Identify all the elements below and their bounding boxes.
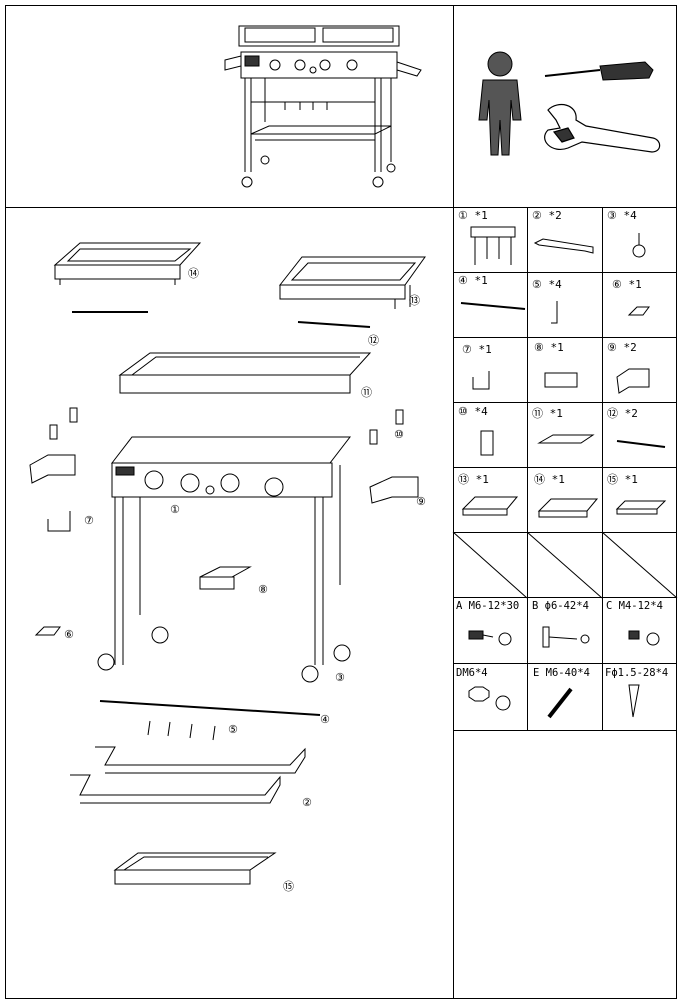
part-label-3: ③ *4 bbox=[607, 209, 637, 222]
callout-13: ⑬ bbox=[409, 294, 420, 307]
part-label-7: ⑦ *1 bbox=[462, 343, 492, 356]
callout-3: ③ bbox=[335, 671, 345, 684]
wrench-icon bbox=[544, 103, 661, 153]
callout-1: ① bbox=[170, 503, 180, 516]
callout-4: ④ bbox=[320, 713, 330, 726]
blank-cell-diagonals bbox=[452, 531, 678, 599]
hardware-cell-f bbox=[602, 663, 677, 731]
callout-14: ⑭ bbox=[188, 267, 199, 280]
part-label-12: ⑫ *2 bbox=[607, 407, 638, 420]
hardware-label-e: E M6-40*4 bbox=[533, 667, 590, 679]
hardware-label-d: DM6*4 bbox=[456, 667, 488, 679]
part-label-4: ④ *1 bbox=[458, 274, 488, 287]
hardware-label-a: A M6-12*30 bbox=[456, 600, 520, 612]
callout-10: ⑩ bbox=[394, 428, 404, 441]
part-label-6: ⑥ *1 bbox=[612, 278, 642, 291]
person-icon bbox=[478, 51, 522, 156]
exploded-view-illustration bbox=[29, 242, 426, 885]
callout-5: ⑤ bbox=[228, 723, 238, 736]
assembled-griddle-illustration bbox=[224, 25, 422, 188]
part-label-15: ⑮ *1 bbox=[607, 473, 638, 486]
callout-2: ② bbox=[302, 796, 312, 809]
part-label-9: ⑨ *2 bbox=[607, 341, 637, 354]
part-label-11: ⑪ *1 bbox=[532, 407, 563, 420]
callout-7: ⑦ bbox=[84, 514, 94, 527]
hardware-label-b: B ϕ6-42*4 bbox=[532, 600, 589, 612]
callout-6: ⑥ bbox=[64, 628, 74, 641]
part-label-14: ⑭ *1 bbox=[534, 473, 565, 486]
screwdriver-icon bbox=[544, 61, 654, 81]
part-label-8: ⑧ *1 bbox=[534, 341, 564, 354]
hardware-label-f: Fϕ1.5-28*4 bbox=[605, 667, 669, 679]
part-label-5: ⑤ *4 bbox=[532, 278, 562, 291]
callout-9: ⑨ bbox=[416, 495, 426, 508]
part-label-10: ⑩ *4 bbox=[458, 405, 488, 418]
callout-12: ⑫ bbox=[368, 334, 379, 347]
part-thumbnails bbox=[460, 226, 667, 719]
callout-8: ⑧ bbox=[258, 583, 268, 596]
part-label-2: ② *2 bbox=[532, 209, 562, 222]
callout-15: ⑮ bbox=[283, 880, 294, 893]
callout-11: ⑪ bbox=[361, 386, 372, 399]
part-label-1: ① *1 bbox=[458, 209, 488, 222]
hardware-label-c: C M4-12*4 bbox=[606, 600, 663, 612]
part-label-13: ⑬ *1 bbox=[458, 473, 489, 486]
